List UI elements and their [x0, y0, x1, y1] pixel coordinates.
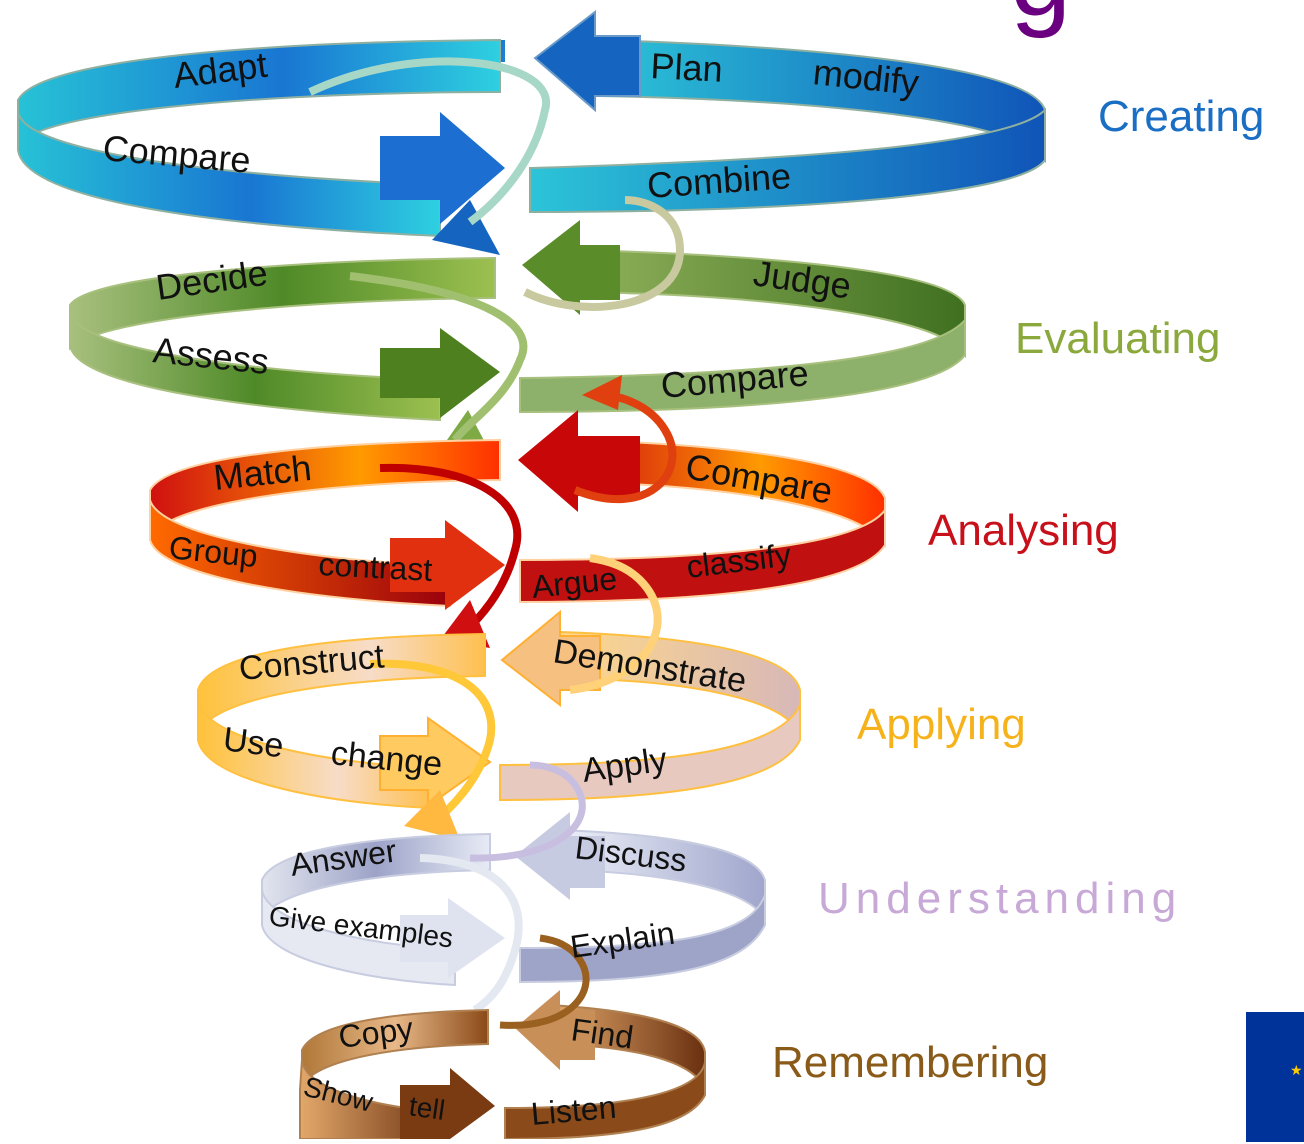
analysing-connector-curve — [379, 463, 522, 644]
word-plan: Plan — [650, 45, 724, 90]
understanding-arrow-discuss — [515, 812, 605, 900]
level-label-analysing: Analysing — [928, 506, 1119, 555]
level-label-remembering: Remembering — [772, 1038, 1049, 1087]
eu-flag-logo — [1246, 1012, 1304, 1142]
remembering-arrow-tell — [400, 1068, 495, 1139]
applying-arrow-demonstrate — [500, 609, 601, 708]
analysing-ring — [149, 375, 886, 648]
word-match: Match — [212, 447, 314, 498]
understanding-arrow-examples — [400, 898, 505, 978]
creating-connector-curve — [308, 57, 551, 226]
level-label-creating: Creating — [1098, 92, 1265, 141]
level-label-understanding: Understanding — [818, 874, 1183, 923]
analysing-up-arrowhead — [582, 375, 622, 410]
level-label-applying: Applying — [857, 700, 1026, 749]
analysing-arrow-compare — [518, 410, 640, 512]
word-tell: tell — [407, 1090, 447, 1126]
applying-up-curve — [569, 554, 662, 694]
creating-arrow-down — [432, 200, 500, 255]
remembering-up-curve — [499, 934, 590, 1029]
creating-arrow-compare — [380, 112, 505, 224]
evaluating-arrow-judge — [522, 220, 620, 315]
word-group: Group — [167, 529, 259, 574]
word-listen: Listen — [529, 1089, 617, 1132]
applying-arrow-down — [404, 790, 460, 840]
evaluating-up-curve — [523, 196, 685, 311]
analysing-up-curve — [573, 391, 677, 504]
word-contrast: contrast — [318, 546, 434, 588]
title-fragment: g — [1010, 0, 1071, 41]
evaluating-band-top-left — [69, 256, 496, 351]
evaluating-arrow-assess — [380, 328, 500, 418]
applying-arrow-change — [379, 716, 492, 808]
remembering-ring — [299, 934, 706, 1141]
word-use: Use — [221, 720, 286, 765]
understanding-up-curve — [469, 761, 586, 862]
evaluating-band-bottom-left — [69, 311, 441, 422]
analysing-arrow-contrast — [390, 520, 505, 610]
applying-ring — [197, 554, 801, 840]
understanding-ring — [261, 761, 766, 1014]
word-argue: Argue — [530, 560, 619, 605]
evaluating-band-bottom-right — [519, 317, 966, 414]
word-find: Find — [569, 1011, 636, 1055]
creating-arrow-plan — [533, 9, 641, 113]
applying-band-bottom-right — [499, 704, 801, 802]
star-icon: ★ — [1290, 1062, 1303, 1078]
analysing-band-top-left — [149, 438, 501, 538]
analysing-band-bottom-right — [519, 506, 886, 604]
remembering-arrow-find — [515, 990, 595, 1070]
evaluating-ring — [69, 196, 966, 452]
level-label-evaluating: Evaluating — [1015, 314, 1221, 363]
applying-connector-curve — [369, 659, 496, 829]
creating-band-bottom-right — [529, 107, 1046, 214]
understanding-connector-curve — [419, 854, 523, 1014]
remembering-band-bottom-right — [504, 1061, 706, 1141]
word-combine: Combine — [646, 155, 793, 206]
evaluating-connector-curve — [349, 272, 528, 443]
creating-ring — [17, 9, 1046, 255]
